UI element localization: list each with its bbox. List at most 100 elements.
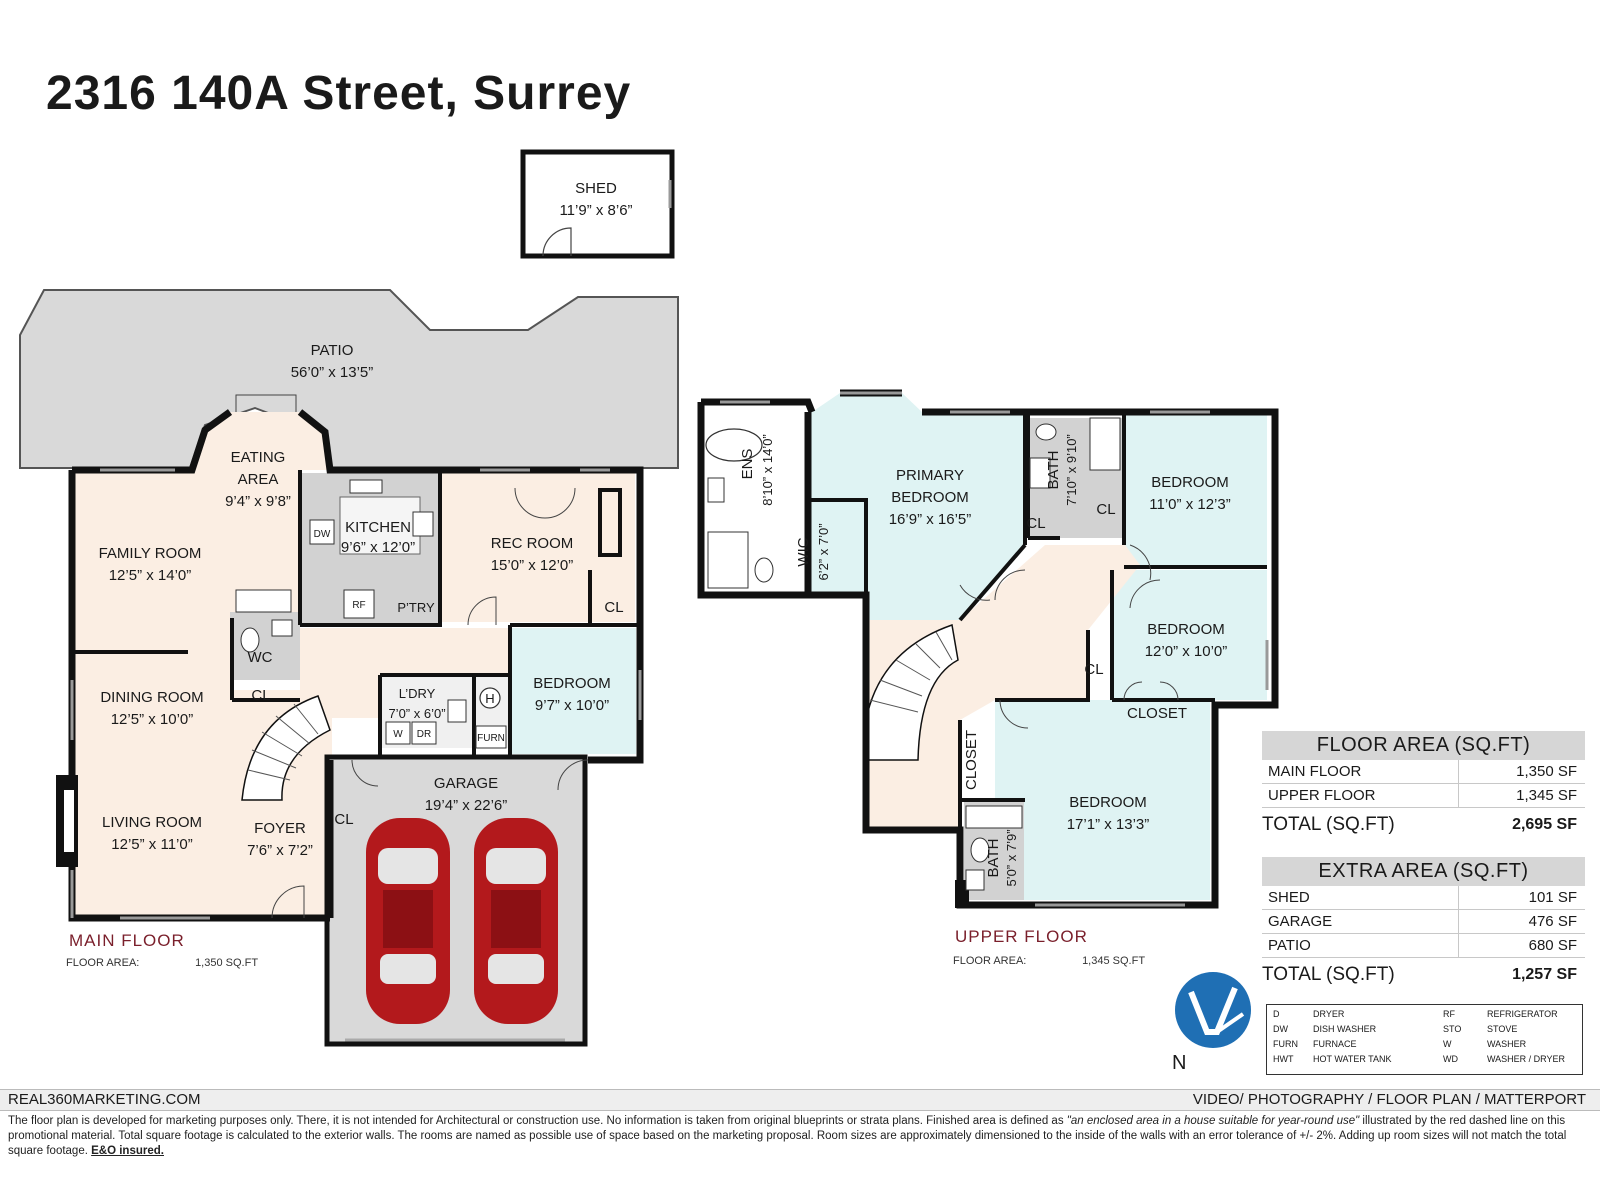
- kitchen-label: KITCHEN: [345, 519, 411, 536]
- wic-size: 6’2” x 7’0”: [816, 523, 831, 580]
- eating-area-size: 9’4” x 9’8”: [225, 493, 291, 510]
- legend-code: WD: [1443, 1054, 1458, 1064]
- bedroom-e-label: BEDROOM: [1147, 621, 1225, 638]
- rec-room-size: 15’0” x 12’0”: [491, 557, 574, 574]
- legend-code: STO: [1443, 1024, 1462, 1034]
- main-floor-area: FLOOR AREA: 1,350 SQ.FT: [66, 957, 258, 969]
- family-room-size: 12’5” x 14’0”: [109, 567, 192, 584]
- refrigerator-label: RF: [352, 600, 365, 611]
- extra-area-row-label: PATIO: [1262, 934, 1459, 957]
- upper-bath-label: BATH: [1045, 451, 1062, 490]
- floor-area-row-value: 1,345 SF: [1516, 787, 1577, 804]
- table-row: UPPER FLOOR 1,345 SF: [1262, 784, 1585, 808]
- floor-area-row-label: UPPER FLOOR: [1262, 784, 1459, 807]
- bedroom-s-size: 17’1” x 13’3”: [1067, 816, 1150, 833]
- ensuite-label: ENS: [739, 449, 756, 480]
- patio-size: 56’0” x 13’5”: [291, 364, 374, 381]
- small-bath-size: 5’0” x 7’9”: [1004, 829, 1019, 886]
- upper-floor-area-label: FLOOR AREA:: [953, 955, 1027, 967]
- disclaimer-part: illustrated by the red dashed line on th…: [8, 1115, 1567, 1157]
- extra-area-total-label: TOTAL (SQ.FT): [1262, 964, 1395, 985]
- extra-area-row-value: 101 SF: [1528, 889, 1577, 906]
- floor-area-total-value: 2,695 SF: [1512, 816, 1577, 833]
- living-room-size: 12’5” x 11’0”: [111, 836, 192, 853]
- floor-area-row-label: MAIN FLOOR: [1262, 760, 1459, 783]
- table-row: SHED 101 SF: [1262, 886, 1585, 910]
- table-row: MAIN FLOOR 1,350 SF: [1262, 760, 1585, 784]
- floor-area-total: TOTAL (SQ.FT) 2,695 SF: [1262, 808, 1585, 842]
- eo-insured-text: E&O insured.: [91, 1145, 164, 1157]
- primary-bedroom-label-1: PRIMARY: [896, 467, 964, 484]
- hall-closet-label: CL: [1084, 661, 1103, 678]
- extra-area-row-label: SHED: [1262, 886, 1459, 909]
- extra-area-row-value: 680 SF: [1528, 937, 1577, 954]
- table-row: PATIO 680 SF: [1262, 934, 1585, 958]
- family-room-label: FAMILY ROOM: [99, 545, 202, 562]
- main-floor-area-label: FLOOR AREA:: [66, 957, 140, 969]
- eating-area-label-1: EATING: [231, 449, 286, 466]
- main-floor-area-value: 1,350 SQ.FT: [195, 957, 259, 969]
- bedroom-ne-closet-label: CL: [1096, 501, 1115, 518]
- bedroom-e-closet-label: CLOSET: [1127, 705, 1187, 722]
- bedroom-ne-size: 11’0” x 12’3”: [1149, 496, 1230, 513]
- extra-area-heading: EXTRA AREA (SQ.FT): [1262, 857, 1585, 886]
- dryer-label: DR: [417, 729, 431, 740]
- extra-area-table: EXTRA AREA (SQ.FT) SHED 101 SF GARAGE 47…: [1262, 857, 1585, 992]
- car-icon: [474, 818, 558, 1024]
- bedroom-e-size: 12’0” x 10’0”: [1145, 643, 1228, 660]
- bedroom-ne-label: BEDROOM: [1151, 474, 1229, 491]
- car-icon: [366, 818, 450, 1024]
- north-indicator: N: [1172, 1052, 1187, 1074]
- legend-code: RF: [1443, 1009, 1455, 1019]
- shed-size: 11’9” x 8’6”: [559, 202, 632, 219]
- website-link[interactable]: REAL360MARKETING.COM: [8, 1091, 201, 1108]
- wic-label: WIC: [795, 537, 812, 566]
- dishwasher-label: DW: [314, 529, 331, 540]
- legend-term: STOVE: [1487, 1024, 1518, 1034]
- bath-closet-label: CL: [1026, 515, 1045, 532]
- laundry-label: L’DRY: [399, 686, 436, 701]
- legend-code: DW: [1273, 1024, 1288, 1034]
- upper-floor-area-value: 1,345 SQ.FT: [1082, 955, 1146, 967]
- upper-floor-area: FLOOR AREA: 1,345 SQ.FT: [953, 955, 1145, 967]
- kitchen-size: 9’6” x 12’0”: [341, 539, 415, 556]
- rec-room-label: REC ROOM: [491, 535, 574, 552]
- hot-water-label: H: [485, 691, 494, 706]
- bedroom-s-label: BEDROOM: [1069, 794, 1147, 811]
- washer-label: W: [393, 729, 403, 740]
- main-floor-plan: EATING AREA 9’4” x 9’8” FAMILY ROOM 12’5…: [56, 394, 644, 1047]
- primary-bedroom-size: 16’9” x 16’5”: [889, 511, 972, 528]
- laundry-size: 7’0” x 6’0”: [388, 706, 445, 721]
- rec-closet-label: CL: [604, 599, 623, 616]
- foyer-size: 7’6” x 7’2”: [247, 842, 313, 859]
- extra-area-row-label: GARAGE: [1262, 910, 1459, 933]
- living-room-label: LIVING ROOM: [102, 814, 202, 831]
- ensuite-size: 8’10” x 14’0”: [760, 434, 775, 506]
- foyer-label: FOYER: [254, 820, 306, 837]
- shed-label: SHED: [575, 180, 617, 197]
- main-bedroom-size: 9’7” x 10’0”: [535, 697, 609, 714]
- company-logo-icon: [1175, 972, 1251, 1048]
- disclaimer-text: The floor plan is developed for marketin…: [8, 1114, 1588, 1159]
- furnace-label: FURN: [477, 733, 505, 744]
- legend-code: HWT: [1273, 1054, 1294, 1064]
- upper-floor-plan: ENS 8’10” x 14’0” WIC 6’2” x 7’0” PRIMAR…: [697, 389, 1279, 909]
- services-text: VIDEO/ PHOTOGRAPHY / FLOOR PLAN / MATTER…: [1192, 1091, 1586, 1108]
- pantry-label: P’TRY: [397, 600, 435, 615]
- garage-closet-label: CL: [334, 811, 353, 828]
- shed: SHED 11’9” x 8’6”: [520, 149, 675, 259]
- eating-area-label-2: AREA: [238, 471, 279, 488]
- legend-term: REFRIGERATOR: [1487, 1009, 1558, 1019]
- legend-code: W: [1443, 1039, 1452, 1049]
- table-row: GARAGE 476 SF: [1262, 910, 1585, 934]
- legend-code: FURN: [1273, 1039, 1298, 1049]
- legend-term: WASHER / DRYER: [1487, 1054, 1566, 1064]
- legend-term: DRYER: [1313, 1009, 1345, 1019]
- primary-bedroom-label-2: BEDROOM: [891, 489, 969, 506]
